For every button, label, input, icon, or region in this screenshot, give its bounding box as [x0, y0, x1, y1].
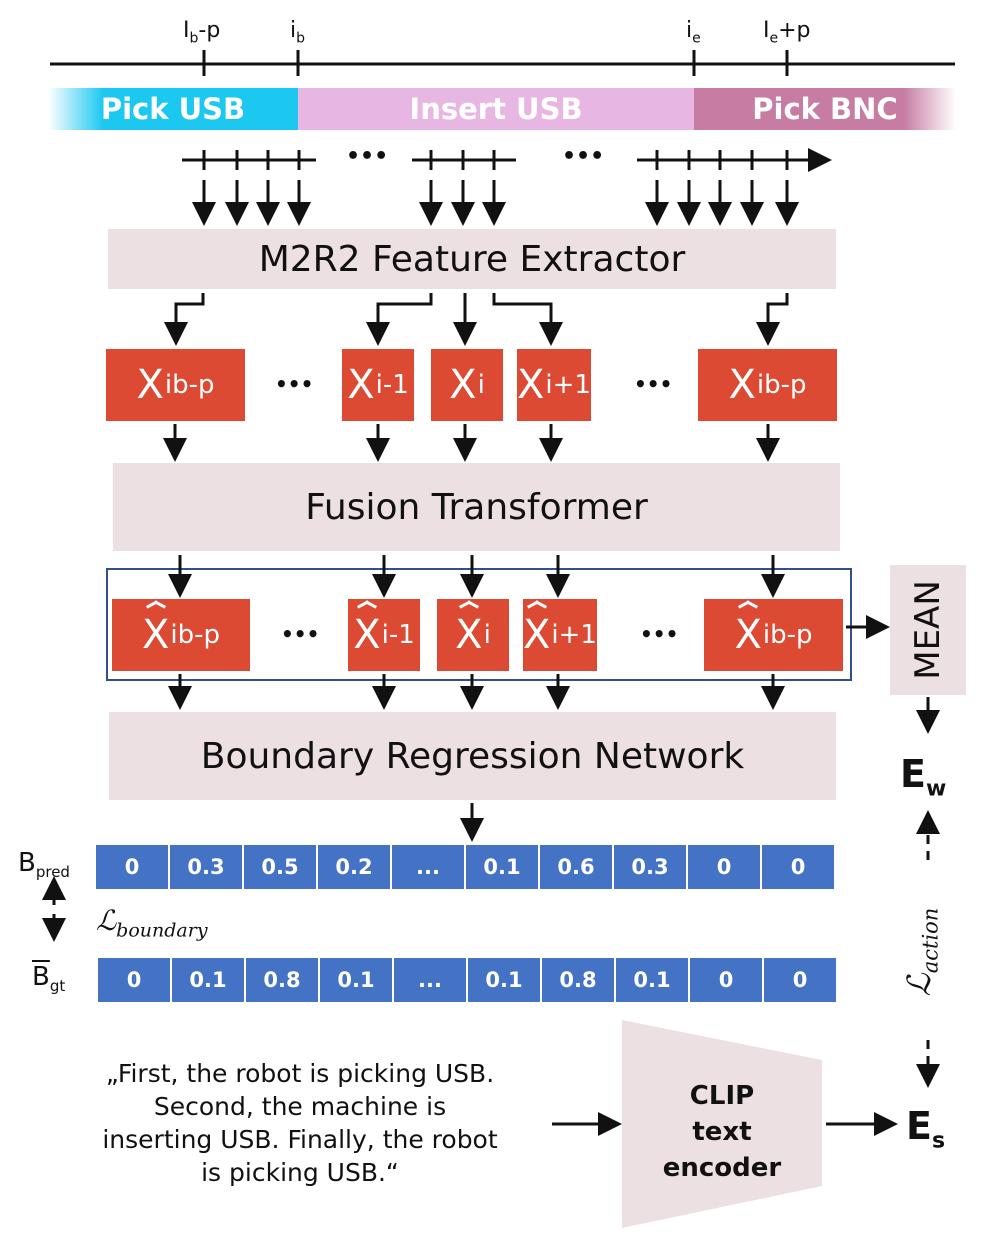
- b-gt-cell: 0: [98, 958, 170, 1002]
- b-pred-cell: 0.2: [318, 845, 390, 889]
- b-pred-cell: 0: [762, 845, 834, 889]
- fused-dots-2: •••: [640, 622, 679, 646]
- segment-pick-bnc: Pick BNC: [694, 88, 956, 130]
- b-pred-cell: 0.5: [244, 845, 316, 889]
- fused-dots-1: •••: [281, 622, 320, 646]
- segment-pick-usb: Pick USB: [48, 88, 298, 130]
- b-gt-cell: 0.1: [320, 958, 392, 1002]
- b-pred-cell: 0: [688, 845, 760, 889]
- b-gt-cell: 0.1: [616, 958, 688, 1002]
- b-pred-cell: ...: [392, 845, 464, 889]
- b-gt-cell: ...: [394, 958, 466, 1002]
- caption-text: „First, the robot is picking USB. Second…: [102, 1059, 498, 1187]
- feature-dots-1: •••: [275, 372, 314, 396]
- timeline-dots-1: •••: [346, 144, 389, 169]
- b-gt-label: Bgt: [32, 962, 66, 996]
- b-gt-cell: 0: [764, 958, 836, 1002]
- m2r2-feature-extractor: M2R2 Feature Extractor: [108, 229, 836, 289]
- boundary-loss-label: ℒboundary: [96, 904, 208, 942]
- tick-label-ie: ie: [686, 18, 701, 47]
- tick-label-ib-minus-p: Ib-p: [183, 18, 221, 47]
- b-gt-cell: 0: [690, 958, 762, 1002]
- b-pred-cell: 0.3: [614, 845, 686, 889]
- action-loss-label: ℒaction: [900, 907, 943, 997]
- clip-encoder-label: CLIP text encoder: [662, 1081, 782, 1183]
- boundary-regression-network: Boundary Regression Network: [109, 712, 836, 800]
- b-gt-cell: 0.8: [246, 958, 318, 1002]
- fused-features-group: [106, 568, 852, 681]
- b-gt-cell: 0.8: [542, 958, 614, 1002]
- e-s-label: Es: [906, 1104, 946, 1154]
- b-pred-cell: 0.6: [540, 845, 612, 889]
- tick-label-ib: ib: [290, 18, 306, 47]
- b-pred-cell: 0.3: [170, 845, 242, 889]
- b-pred-label: Bpred: [18, 848, 70, 882]
- mean-box: MEAN: [890, 565, 966, 695]
- segment-insert-usb: Insert USB: [298, 88, 694, 130]
- b-pred-cell: 0: [96, 845, 168, 889]
- e-w-label: Ew: [900, 752, 947, 802]
- timeline-dots-2: •••: [562, 144, 605, 169]
- tick-label-ie-plus-p: Ie+p: [763, 18, 811, 47]
- b-pred-cell: 0.1: [466, 845, 538, 889]
- b-gt-cell: 0.1: [172, 958, 244, 1002]
- feature-dots-2: •••: [634, 372, 673, 396]
- fusion-transformer: Fusion Transformer: [113, 463, 840, 551]
- b-gt-cell: 0.1: [468, 958, 540, 1002]
